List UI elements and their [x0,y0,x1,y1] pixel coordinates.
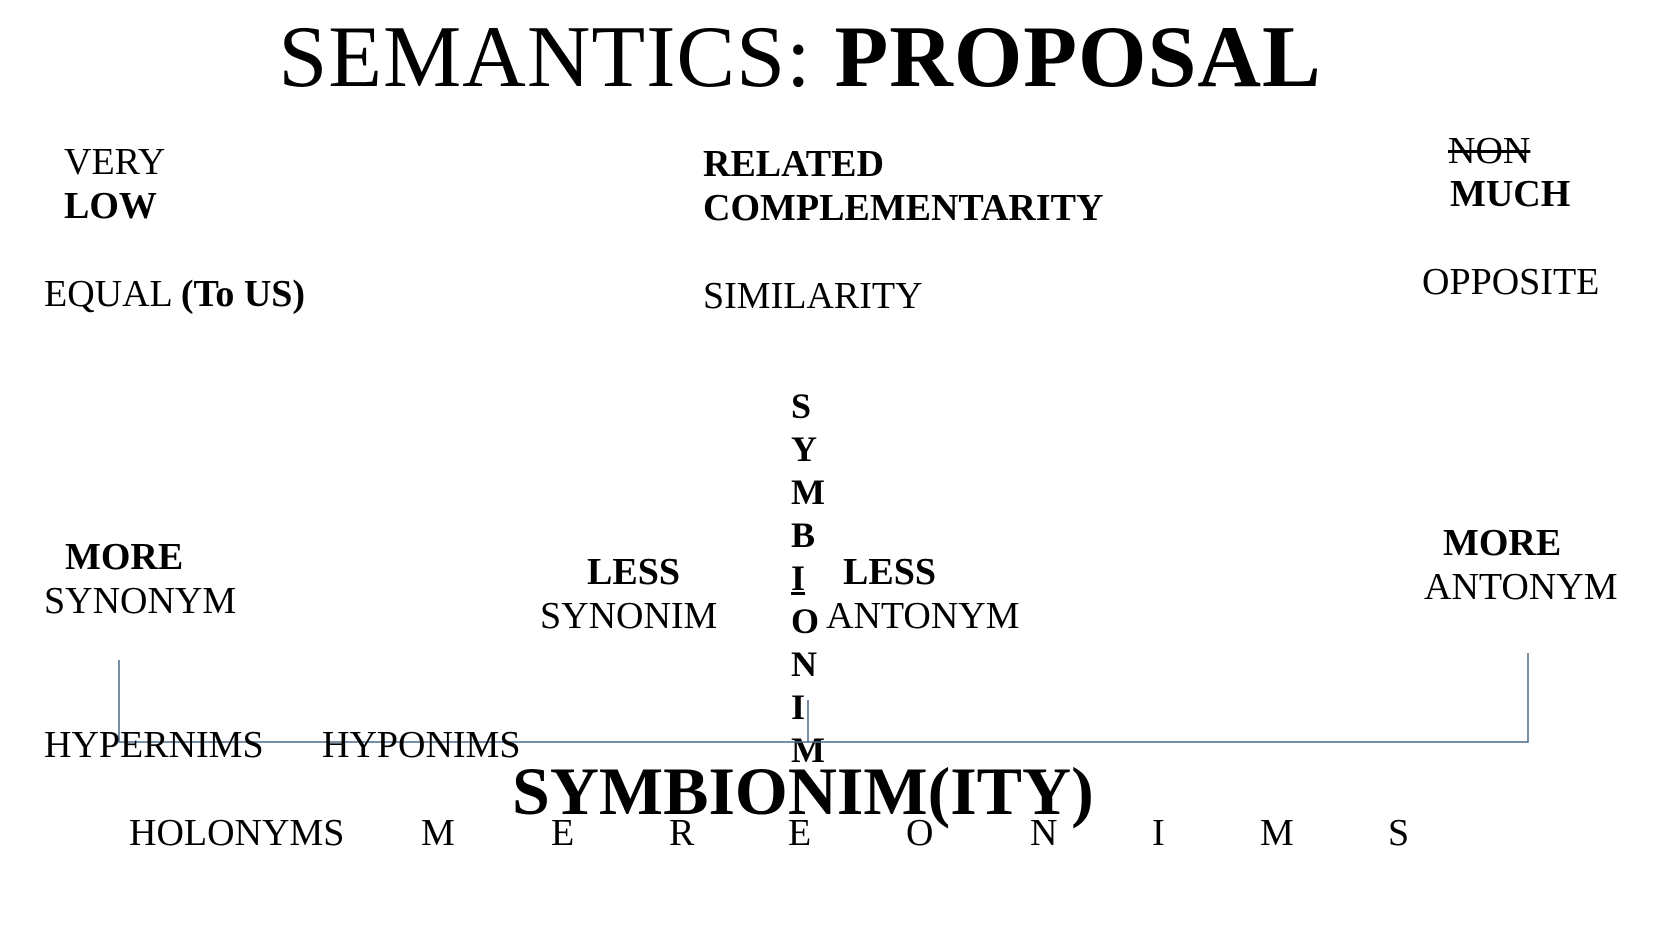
similarity-label: SIMILARITY [703,275,923,317]
vertical-letter: B [791,515,816,555]
meronims-letter: E [551,812,575,854]
vertical-letter: O [791,601,820,641]
meronims-letter: I [1152,812,1165,854]
meronims-letter: S [1388,812,1410,854]
more-synonym-degree: MORE [65,536,184,578]
top-right-line2: MUCH [1450,173,1571,215]
meronims-letter: R [669,812,695,854]
less-synonim-term: SYNONIM [540,595,718,637]
vertical-letter: S [791,386,812,426]
hyponims-label: HYPONIMS [322,724,521,766]
more-antonym-degree: MORE [1443,522,1562,564]
vertical-symbionim: S Y M B I O N I M [791,385,825,772]
equal-qualifier: (To US) [180,273,306,315]
top-center-line2: COMPLEMENTARITY [703,187,1104,229]
vertical-letter: I [791,558,806,598]
top-left-line1: VERY [64,141,166,183]
equal-label: EQUAL (To US) [44,275,305,313]
top-center-line1: RELATED [703,143,884,185]
title-part-1: SEMANTICS: [278,9,835,106]
meronims-letter: N [1030,812,1058,854]
vertical-letter: I [791,687,806,727]
vertical-letter: N [791,644,817,684]
symbionimity-label: SYMBIONIM(ITY) [512,753,1094,829]
vertical-letter: Y [791,429,817,469]
opposite-label: OPPOSITE [1422,261,1600,303]
equal-term: EQUAL [44,273,172,315]
top-right-line1: NON [1448,130,1531,172]
less-synonim-degree: LESS [587,551,680,593]
meronims-letter: O [906,812,934,854]
more-synonym-term: SYNONYM [44,580,237,622]
less-antonym-term: ANTONYM [826,595,1020,637]
vertical-letter: M [791,472,825,512]
top-left-line2: LOW [64,185,157,227]
holonyms-label: HOLONYMS [129,812,345,854]
more-antonym-term: ANTONYM [1424,566,1618,608]
right-connector [808,653,1529,743]
hypernims-label: HYPERNIMS [44,724,264,766]
meronims-letter: M [1260,812,1294,854]
left-connector [118,660,809,743]
meronims-letter: M [421,812,455,854]
page-title: SEMANTICS: PROPOSAL [0,14,1600,102]
less-antonym-degree: LESS [843,551,936,593]
meronims-letter: E [788,812,812,854]
title-part-2: PROPOSAL [834,9,1322,106]
meronims-spaced: M E R E O N I M S [0,808,1654,852]
